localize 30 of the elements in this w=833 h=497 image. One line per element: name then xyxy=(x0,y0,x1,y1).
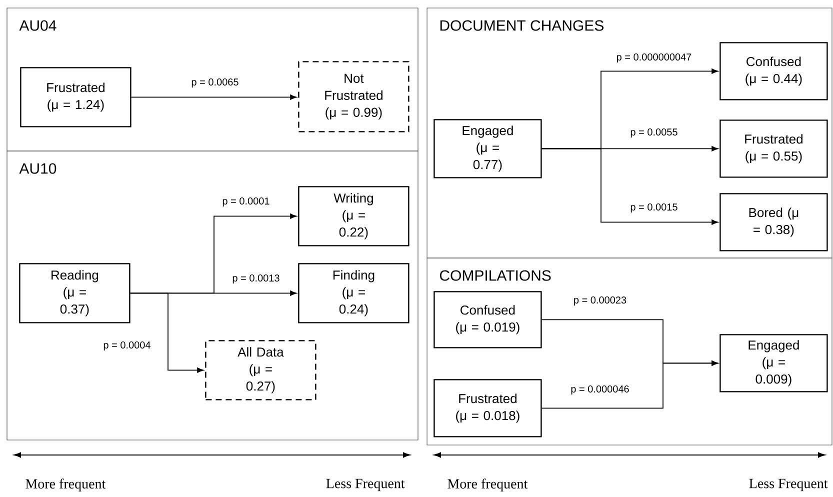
state-box: Confused (μ = 0.019) xyxy=(434,291,542,348)
edge-label: p = 0.000046 xyxy=(570,384,630,396)
edge-label: p = 0.00023 xyxy=(572,295,628,307)
axis-label: Less Frequent xyxy=(749,478,828,492)
axis-label: More frequent xyxy=(26,478,106,492)
state-box: Not Frustrated (μ = 0.99) xyxy=(298,61,410,132)
arrow xyxy=(541,148,718,225)
arrow xyxy=(130,94,297,100)
edge-label: p = 0.0055 xyxy=(629,127,679,139)
state-box: Frustrated (μ = 0.55) xyxy=(720,120,828,178)
arrow xyxy=(541,360,718,409)
state-box: Confused (μ = 0.44) xyxy=(720,42,828,100)
state-box: Engaged (μ = 0.009) xyxy=(720,334,828,392)
state-box: Frustrated (μ = 1.24) xyxy=(20,67,132,128)
edge-label: p = 0.0065 xyxy=(190,77,240,89)
axis-label: Less Frequent xyxy=(326,478,405,492)
state-box: Bored (μ = 0.38) xyxy=(720,193,828,252)
state-box: Engaged (μ = 0.77) xyxy=(434,119,542,178)
edge-label: p = 0.0001 xyxy=(221,196,271,208)
edge-label: p = 0.000000047 xyxy=(615,52,693,64)
state-box: All Data (μ = 0.27) xyxy=(205,340,316,400)
arrow xyxy=(130,292,204,373)
state-box: Frustrated (μ = 0.018) xyxy=(434,379,542,438)
axis-label: More frequent xyxy=(448,478,528,492)
state-box: Reading (μ = 0.37) xyxy=(19,263,130,324)
edge-label: p = 0.0004 xyxy=(102,340,152,352)
state-box: Writing (μ = 0.22) xyxy=(298,186,410,246)
edge-label: p = 0.0015 xyxy=(629,202,679,214)
edge-label: p = 0.0013 xyxy=(231,273,281,285)
state-box: Finding (μ = 0.24) xyxy=(298,263,410,324)
